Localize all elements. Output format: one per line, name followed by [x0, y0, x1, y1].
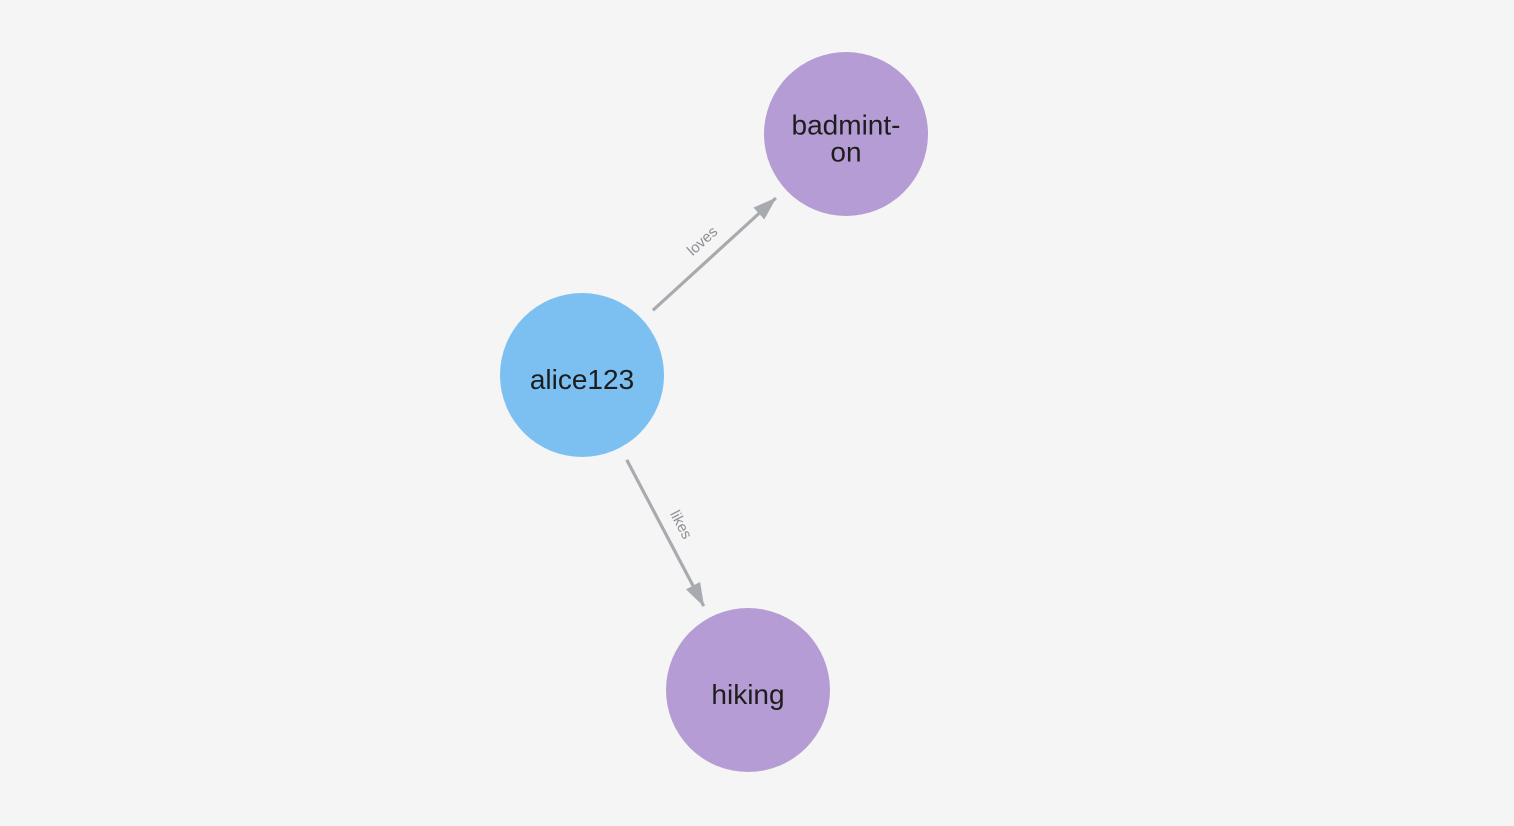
- node-badminton[interactable]: [764, 52, 928, 216]
- edge-label-likes: likes: [666, 508, 695, 542]
- node-alice123[interactable]: [500, 293, 664, 457]
- node-hiking[interactable]: [666, 608, 830, 772]
- edge-line-likes[interactable]: [625, 459, 706, 607]
- edge-line-loves[interactable]: [651, 196, 777, 312]
